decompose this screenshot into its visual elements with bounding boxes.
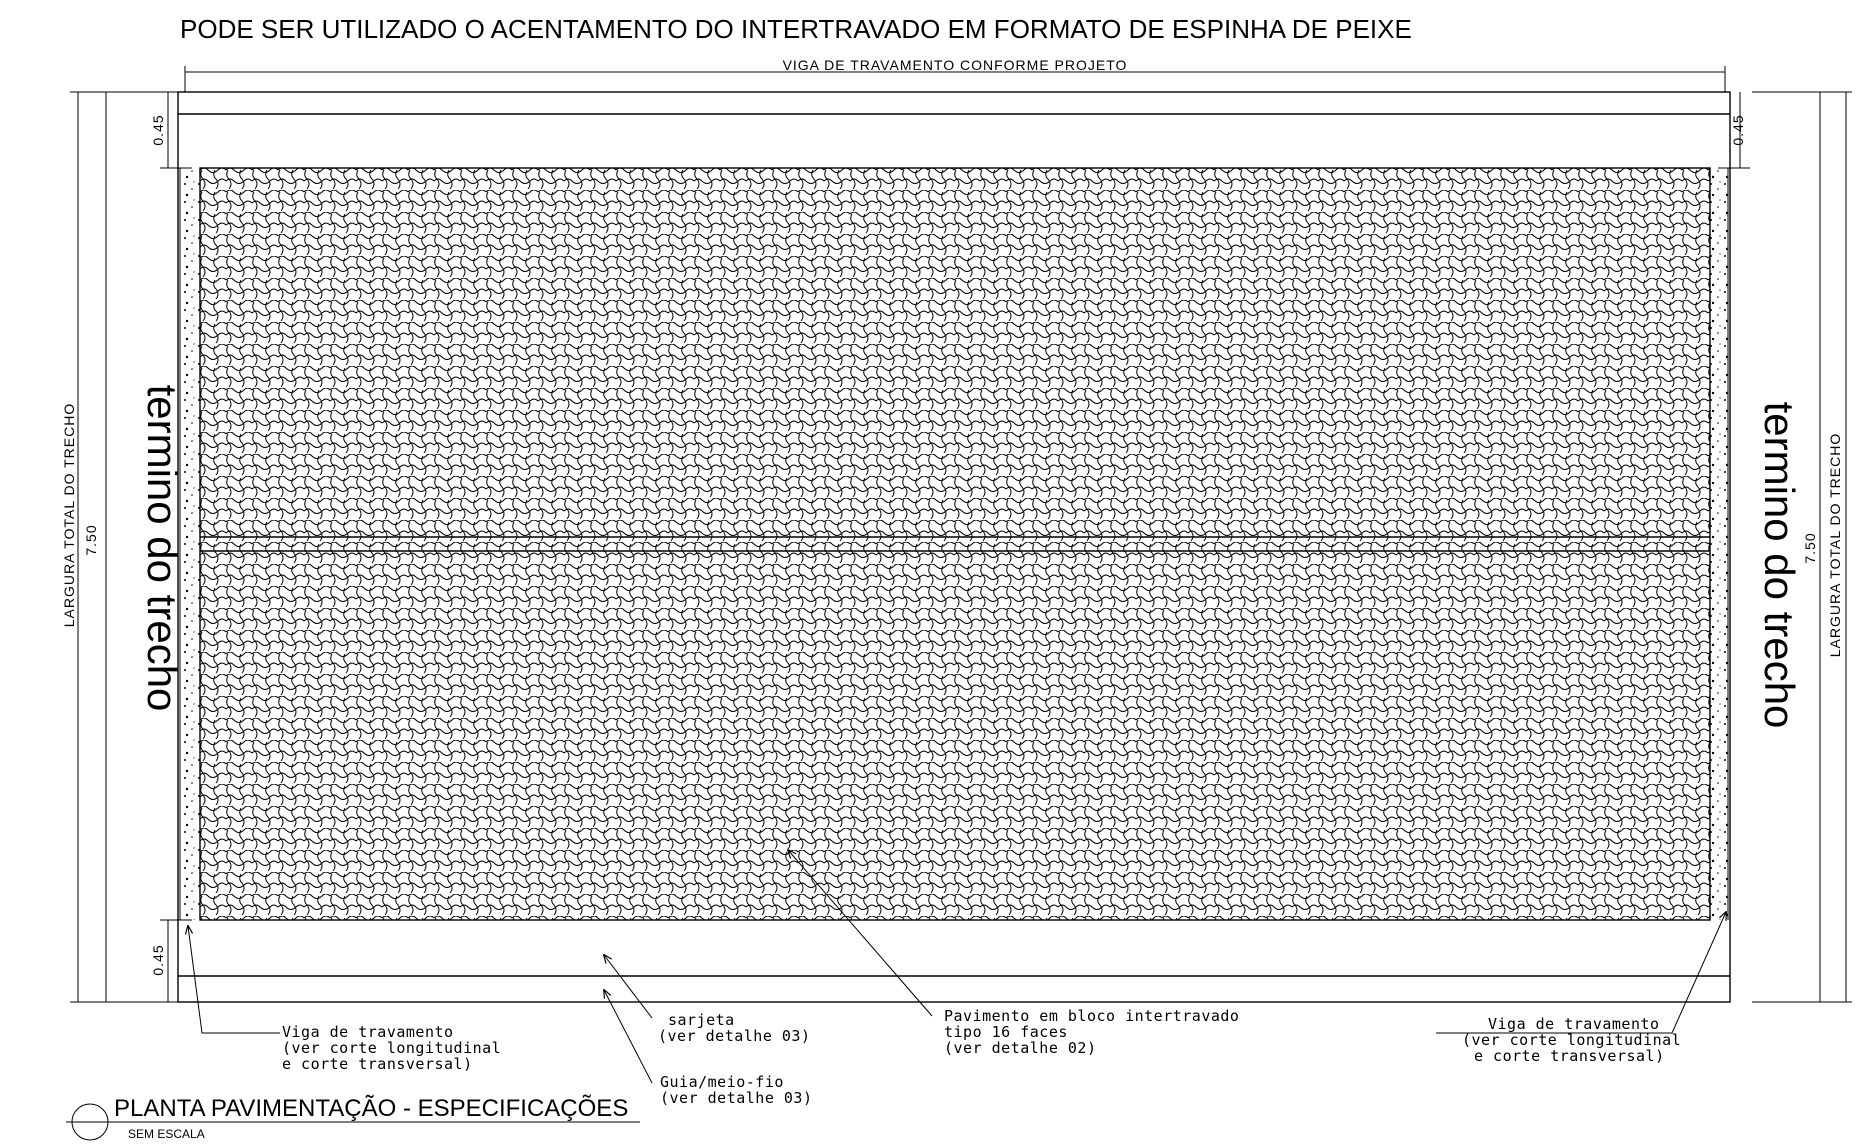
total-width-label-left: LARGURA TOTAL DO TRECHO [61, 403, 77, 628]
left-locking-beam [180, 168, 200, 920]
svg-text:sarjeta: sarjeta [668, 1011, 735, 1029]
top-beam-dimension: VIGA DE TRAVAMENTO CONFORME PROJETO [184, 57, 1726, 92]
svg-text:(ver detalhe 02): (ver detalhe 02) [944, 1039, 1097, 1057]
svg-text:(ver corte longitudinal: (ver corte longitudinal [282, 1039, 501, 1057]
interlocking-paving [200, 168, 1710, 920]
dim-bottom-left: 0.45 [150, 944, 166, 975]
dimension-left-total: 7.50 LARGURA TOTAL DO TRECHO [61, 91, 178, 1003]
dimension-right-total: 7.50 LARGURA TOTAL DO TRECHO [1752, 91, 1852, 1003]
callout-guia: Guia/meio-fio (ver detalhe 03) [660, 1073, 813, 1107]
callout-leaders [188, 850, 1726, 1084]
plan-title-block: PLANTA PAVIMENTAÇÃO - ESPECIFICAÇÕES SEM… [66, 1094, 640, 1141]
svg-text:e corte transversal): e corte transversal) [282, 1055, 473, 1073]
callout-viga-left: Viga de travamento (ver corte longitudin… [282, 1023, 501, 1073]
svg-text:(ver detalhe 03): (ver detalhe 03) [660, 1089, 813, 1107]
dimension-left-bottom-045: 0.45 [150, 919, 192, 1002]
side-label-right: termino do trecho [1756, 402, 1803, 729]
dimension-right-top-045: 0.45 [1718, 92, 1750, 169]
svg-text:(ver corte longitudinal: (ver corte longitudinal [1462, 1031, 1681, 1049]
svg-text:Guia/meio-fio: Guia/meio-fio [660, 1073, 784, 1091]
svg-text:(ver detalhe 03): (ver detalhe 03) [658, 1027, 811, 1045]
svg-text:Pavimento em bloco intertravad: Pavimento em bloco intertravado [944, 1007, 1239, 1025]
svg-text:Viga de travamento: Viga de travamento [1488, 1015, 1660, 1033]
callout-viga-right: Viga de travamento (ver corte longitudin… [1462, 1015, 1681, 1065]
callout-sarjeta: sarjeta (ver detalhe 03) [658, 1011, 811, 1045]
right-locking-beam [1710, 168, 1728, 920]
beam-label: VIGA DE TRAVAMENTO CONFORME PROJETO [783, 57, 1128, 73]
dimension-left-top-045: 0.45 [150, 92, 192, 169]
street-outline [177, 91, 1731, 1003]
dim-top-left: 0.45 [150, 114, 166, 145]
total-width-left: 7.50 [83, 524, 99, 555]
total-width-right: 7.50 [1802, 532, 1818, 563]
header-note: PODE SER UTILIZADO O ACENTAMENTO DO INTE… [180, 14, 1412, 44]
total-width-label-right: LARGURA TOTAL DO TRECHO [1827, 433, 1843, 658]
side-label-left: termino do trecho [139, 385, 186, 712]
plan-title: PLANTA PAVIMENTAÇÃO - ESPECIFICAÇÕES [114, 1094, 628, 1122]
dim-top-right: 0.45 [1730, 114, 1746, 145]
plan-scale: SEM ESCALA [128, 1127, 205, 1141]
callout-pavimento: Pavimento em bloco intertravado tipo 16 … [944, 1007, 1239, 1057]
svg-text:tipo 16 faces: tipo 16 faces [944, 1023, 1068, 1041]
svg-text:Viga de travamento: Viga de travamento [282, 1023, 454, 1041]
svg-text:e corte transversal): e corte transversal) [1474, 1047, 1665, 1065]
